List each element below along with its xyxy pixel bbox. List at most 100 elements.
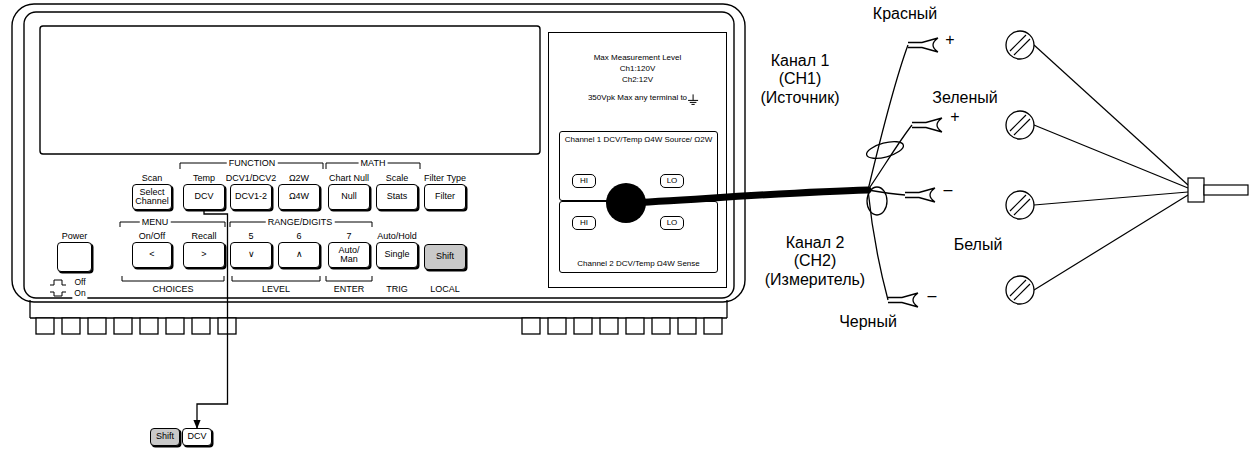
key-label: Recall: [191, 232, 216, 241]
node-text: DCV: [194, 192, 213, 201]
front-panel: [24, 12, 734, 298]
enter-bracket: [326, 276, 372, 281]
spade-lug: [908, 38, 938, 52]
key-button: Ω4WΩ2W: [278, 184, 320, 210]
key-button: DCV: [182, 428, 212, 446]
housing-feet: [30, 300, 727, 334]
node-body: ∧: [279, 243, 319, 267]
housing-foot: [548, 318, 566, 334]
key-button: >Recall: [183, 242, 225, 268]
wire-label: Канал 1 (CH1) (Источник): [747, 52, 853, 107]
off-symbol: [50, 280, 66, 285]
input-connector: [606, 183, 646, 223]
node-body: Max Measurement LevelCh1:120VCh2:12V350V…: [549, 33, 726, 287]
ground-stroke: [693, 94, 694, 100]
key-label: Power: [62, 232, 88, 241]
node-body: Single: [377, 243, 417, 267]
node-text: DCV1-2: [235, 192, 267, 201]
node-text: Ω4W: [289, 192, 309, 201]
screw-slot: [1010, 35, 1030, 55]
panel-label: FUNCTION: [227, 158, 278, 168]
wire-label: +: [948, 108, 961, 126]
feet-side: [29, 300, 30, 318]
key-label: Scale: [386, 174, 409, 183]
wire-label: –: [926, 287, 939, 305]
node-text: ∧: [296, 250, 303, 259]
key-button: ∨5: [230, 242, 272, 268]
input-panel: Max Measurement LevelCh1:120VCh2:12V350V…: [548, 32, 727, 288]
key-button: Power: [57, 242, 92, 272]
key-button: Auto/ Man7: [328, 242, 370, 268]
node-text: Single: [384, 250, 409, 259]
node-body: DCV: [183, 429, 211, 445]
node-text: HI: [580, 177, 588, 185]
node-body: ∨: [231, 243, 271, 267]
key-label: Filter Type: [424, 174, 466, 183]
node-body: Channel 1 DCV/Temp Ω4W Source/ Ω2W: [560, 132, 717, 200]
screw-terminals: [1006, 31, 1034, 304]
terminal-lugs: [888, 38, 942, 307]
node-body: HI: [573, 217, 595, 229]
key-button: DCV1-2DCV1/DCV2: [230, 184, 272, 210]
on-symbol: [50, 292, 66, 296]
node-text: LO: [667, 219, 678, 227]
node-text: Filter: [435, 192, 455, 201]
wire-label: +: [943, 31, 956, 49]
housing-foot: [36, 318, 54, 334]
ground-symbol: [688, 94, 698, 104]
channel-1-pair-ring: [865, 138, 905, 161]
node-text: Null: [341, 192, 357, 201]
screw-terminal: [1006, 111, 1034, 139]
key-label: On/Off: [139, 232, 165, 241]
level-bracket: [232, 276, 320, 281]
key-button: DCVTemp: [183, 184, 225, 210]
panel-label: CHOICES: [150, 284, 195, 294]
housing-outline: [12, 4, 745, 302]
node-text: HI: [580, 219, 588, 227]
feet-side: [726, 300, 727, 318]
node-text: Select Channel: [135, 188, 169, 207]
screw-slot: [1010, 195, 1030, 215]
key-label: Chart Null: [329, 174, 369, 183]
cable-wires: [865, 45, 912, 300]
spade-lug: [888, 293, 918, 307]
panel-label: LEVEL: [260, 284, 292, 294]
channel-2-pair-ring: [867, 187, 887, 215]
housing-foot: [166, 318, 184, 334]
node-body: Ω4W: [279, 185, 319, 209]
node-body: DCV: [184, 185, 224, 209]
panel-label: MATH: [359, 158, 388, 168]
probe-lead: [1034, 45, 1188, 185]
spade-lug: [912, 118, 942, 132]
node-text: 350Vpk Max any terminal to: [588, 93, 687, 104]
input-terminal: HI: [572, 174, 596, 188]
housing-foot: [114, 318, 132, 334]
panel-label: RANGE/DIGITS: [266, 217, 335, 227]
key-label: Ω2W: [289, 174, 309, 183]
channel-box: Channel 2 DCV/Temp Ω4W SenseHI LO: [559, 201, 718, 273]
key-label: DCV1/DCV2: [226, 174, 277, 183]
probe-leads: [1034, 45, 1248, 290]
key-button: <On/Off: [132, 242, 172, 268]
key-button: Select ChannelScan: [132, 184, 172, 210]
panel-label: LOCAL: [428, 284, 462, 294]
screw-slot: [1010, 280, 1030, 300]
panel-label: Off: [72, 278, 87, 288]
key-button: StatsScale: [376, 184, 418, 210]
panel-label: MENU: [140, 217, 171, 227]
ground-stroke: [691, 104, 694, 105]
key-button: FilterFilter Type: [424, 184, 466, 210]
key-label: 6: [296, 232, 301, 241]
key-button: Shift: [424, 244, 466, 270]
node-text: Stats: [387, 192, 408, 201]
node-body: Null: [329, 185, 369, 209]
node-text: Channel 1 DCV/Temp Ω4W Source/ Ω2W: [565, 136, 713, 144]
node-text: Ch1:120V: [620, 64, 656, 75]
node-body: Channel 2 DCV/Temp Ω4W Sense: [560, 202, 717, 272]
black-wire: [868, 190, 888, 300]
node-body: Auto/ Man: [329, 243, 369, 267]
node-body: >: [184, 243, 224, 267]
probe-body: [1188, 178, 1204, 202]
probe-rod: [1204, 185, 1248, 195]
node-body: Shift: [425, 245, 465, 269]
